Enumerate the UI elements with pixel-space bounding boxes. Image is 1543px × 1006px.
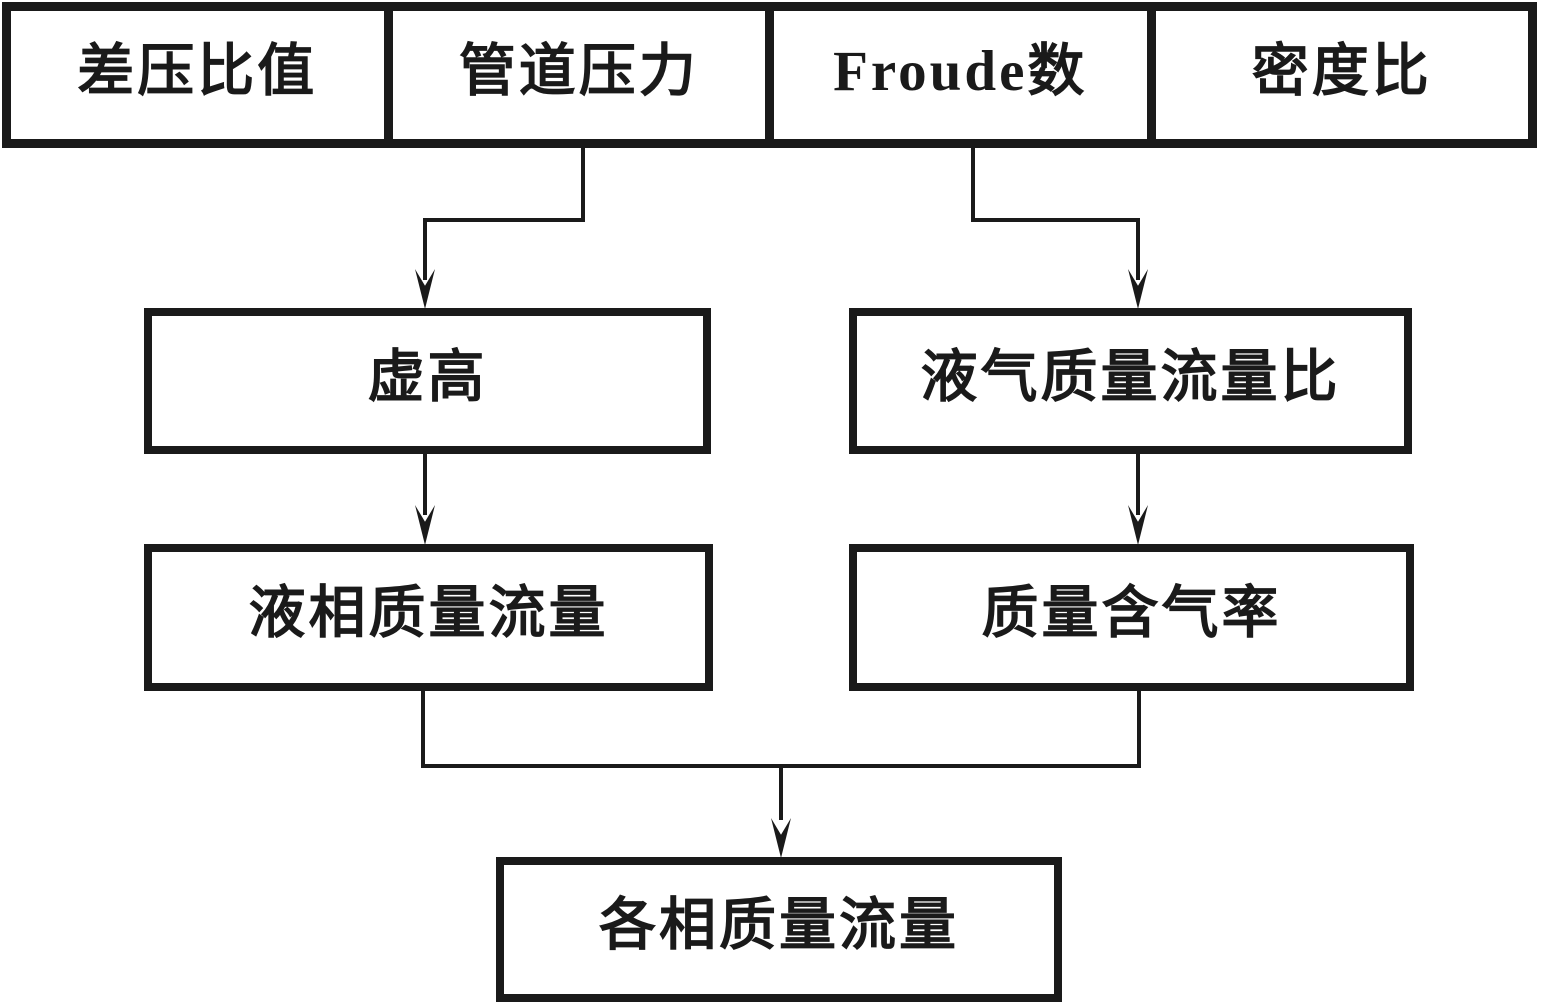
connector-lg-ratio-to-gas-fraction: [1136, 453, 1140, 515]
node-phase-mass-flow: 各相质量流量: [496, 857, 1062, 1002]
connector-to-virtual-height: [423, 218, 427, 280]
node-virtual-height: 虚高: [144, 308, 711, 454]
connector-pipe-pressure-stub: [581, 147, 585, 222]
connector-froude-stub: [971, 147, 975, 222]
connector-gas-fraction-drop: [1137, 690, 1141, 768]
node-label: 质量含气率: [981, 582, 1282, 645]
node-mass-gas-fraction: 质量含气率: [849, 544, 1414, 691]
node-pipe-pressure: 管道压力: [383, 11, 766, 139]
input-row: 差压比值 管道压力 Froude数 密度比: [2, 2, 1537, 148]
node-density-ratio: 密度比: [1146, 11, 1529, 139]
node-label: Froude数: [833, 39, 1088, 103]
node-label: 液气质量流量比: [920, 345, 1341, 409]
connector-to-phase-mass-flow: [779, 764, 783, 820]
node-liquid-phase-mass-flow: 液相质量流量: [144, 544, 713, 691]
connector-froude-horizontal: [971, 218, 1140, 222]
connector-virtual-height-to-liquid-flow: [423, 453, 427, 515]
node-differential-pressure-ratio: 差压比值: [11, 11, 384, 139]
node-label: 密度比: [1251, 39, 1432, 103]
node-label: 管道压力: [458, 39, 699, 103]
connector-liquid-flow-drop: [421, 690, 425, 768]
connector-pipe-pressure-horizontal: [423, 218, 585, 222]
node-label: 各相质量流量: [599, 894, 959, 957]
arrowhead-down-icon: [771, 818, 791, 858]
connector-to-lg-ratio: [1136, 218, 1140, 280]
node-froude-number: Froude数: [765, 11, 1147, 139]
node-liquid-gas-mass-flow-ratio: 液气质量流量比: [849, 308, 1412, 454]
node-label: 虚高: [367, 345, 488, 409]
node-label: 液相质量流量: [248, 582, 609, 645]
node-label: 差压比值: [77, 39, 318, 103]
